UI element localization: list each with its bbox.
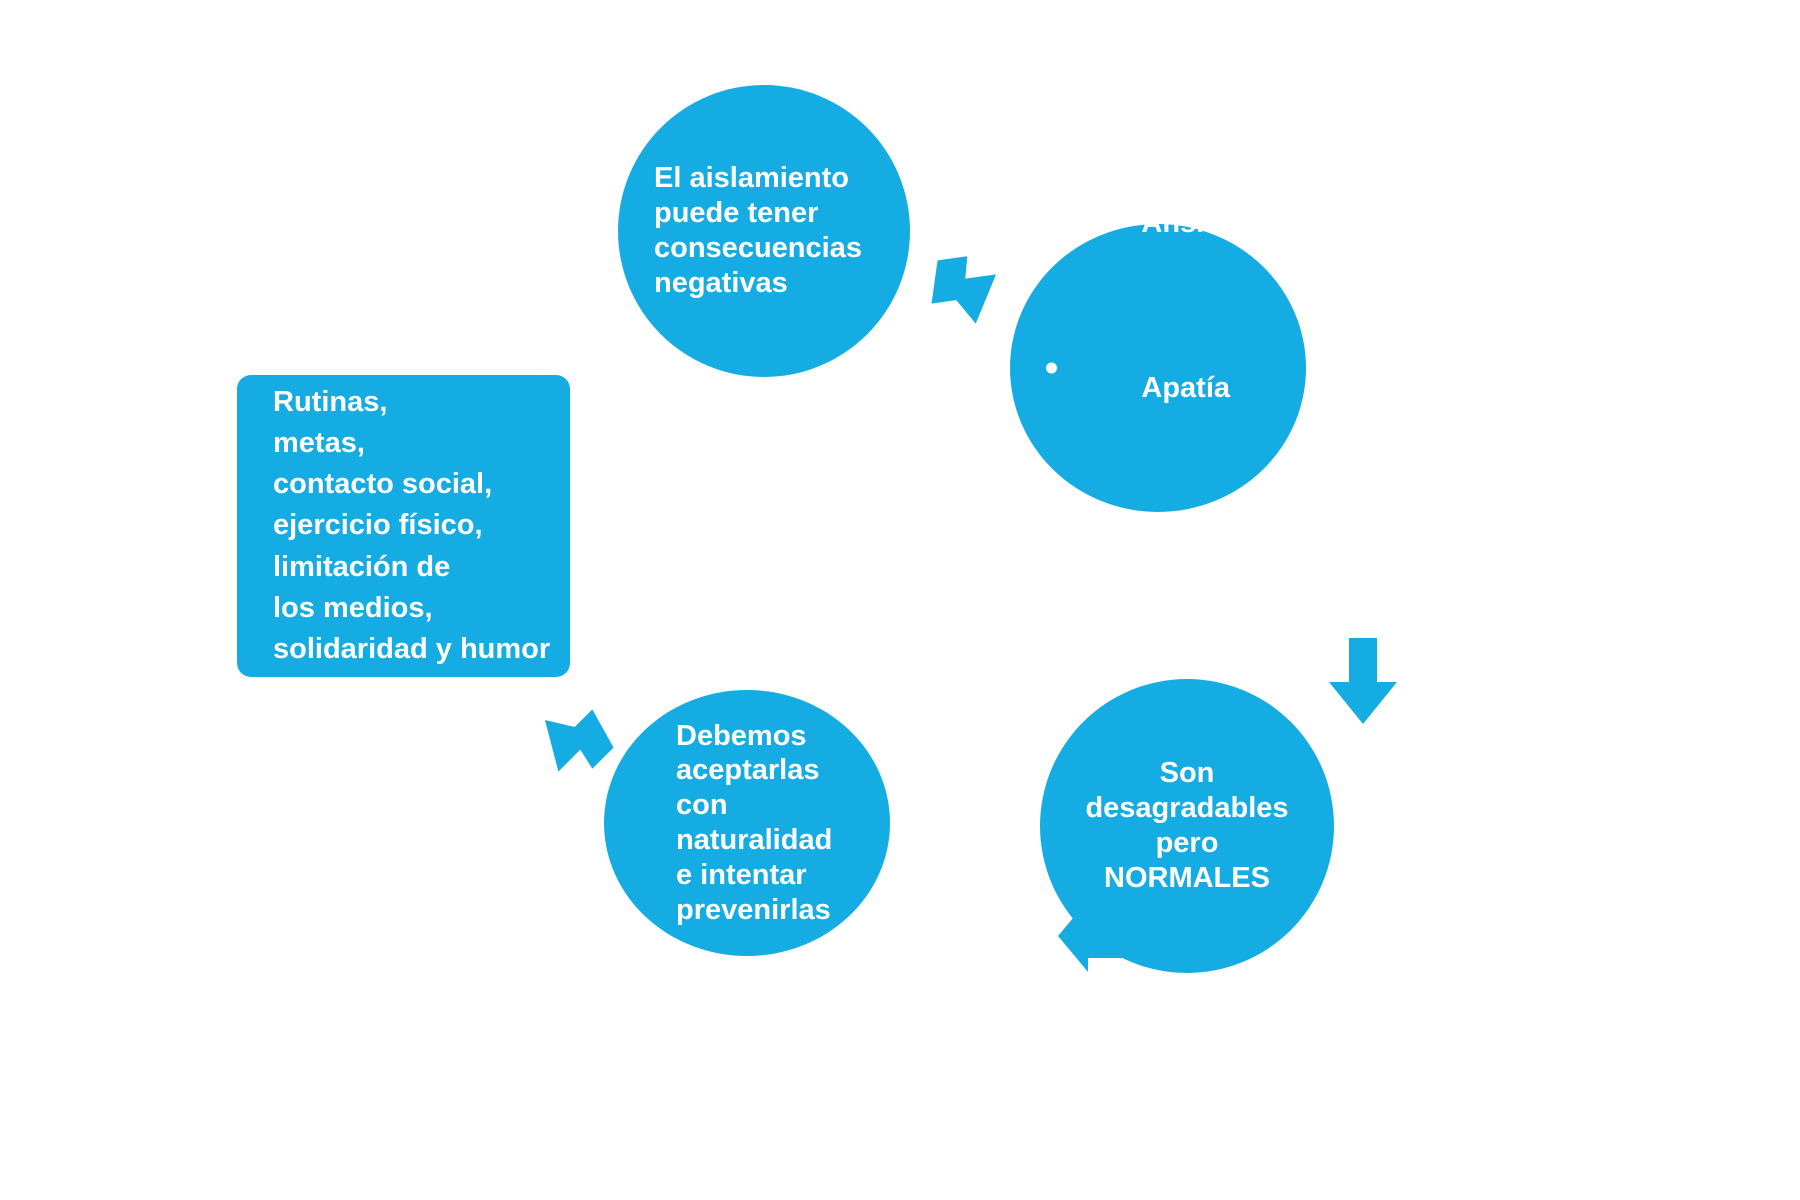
bullet-dot-icon xyxy=(1046,197,1057,209)
node-symptoms[interactable]: Ansiedad Apatía Melancolía xyxy=(1010,197,1306,569)
node-normal-line-2: desagradables xyxy=(1085,792,1289,825)
node-strategies-line-1: Rutinas, xyxy=(273,385,388,418)
node-strategies-line-6: los medios, xyxy=(273,591,433,624)
arrow-left-icon xyxy=(1058,900,1142,972)
node-strategies-line-7: solidaridad y humor xyxy=(273,632,551,665)
node-normal-line-4: NORMALES xyxy=(1104,861,1270,894)
node-isolation-line-4: negativas xyxy=(654,266,788,299)
node-accept[interactable]: Debemos aceptarlas con naturalidad e int… xyxy=(604,690,890,956)
arrow-up-left-icon xyxy=(518,694,620,794)
node-strategies-line-2: metas, xyxy=(273,427,365,460)
arrow-down-icon xyxy=(1328,638,1398,724)
list-item: Melancolía xyxy=(1046,450,1291,615)
bullet-dot-icon xyxy=(1046,527,1057,539)
arrow-down-right-icon xyxy=(925,250,1017,330)
node-accept-line-4: naturalidad xyxy=(676,824,833,856)
node-strategies-line-4: ejercicio físico, xyxy=(273,509,483,542)
node-accept-line-2: aceptarlas xyxy=(676,754,820,787)
symptoms-list: Ansiedad Apatía Melancolía xyxy=(1046,121,1291,615)
node-accept-line-3: con xyxy=(676,789,728,822)
node-accept-line-6: prevenirlas xyxy=(676,893,831,926)
node-strategies-line-3: contacto social, xyxy=(273,468,493,501)
node-strategies[interactable]: Rutinas, metas, contacto social, ejercic… xyxy=(237,375,570,677)
node-isolation-line-1: El aislamiento xyxy=(654,162,850,195)
node-strategies-line-5: limitación de xyxy=(273,550,451,583)
node-isolation[interactable]: El aislamiento puede tener consecuencias… xyxy=(618,85,910,377)
node-isolation-line-3: consecuencias xyxy=(654,232,862,264)
list-item: Apatía xyxy=(1046,286,1291,451)
node-accept-line-1: Debemos xyxy=(676,719,807,752)
node-isolation-line-2: puede tener xyxy=(654,197,819,230)
list-item: Ansiedad xyxy=(1046,121,1291,286)
node-accept-line-5: e intentar xyxy=(676,858,807,891)
node-normal-line-3: pero xyxy=(1155,827,1219,859)
symptom-label: Ansiedad xyxy=(1141,207,1272,240)
node-normal-line-1: Son xyxy=(1159,757,1215,790)
symptom-label: Melancolía xyxy=(1142,536,1291,569)
symptom-label: Apatía xyxy=(1141,372,1231,404)
bullet-dot-icon xyxy=(1046,362,1057,374)
